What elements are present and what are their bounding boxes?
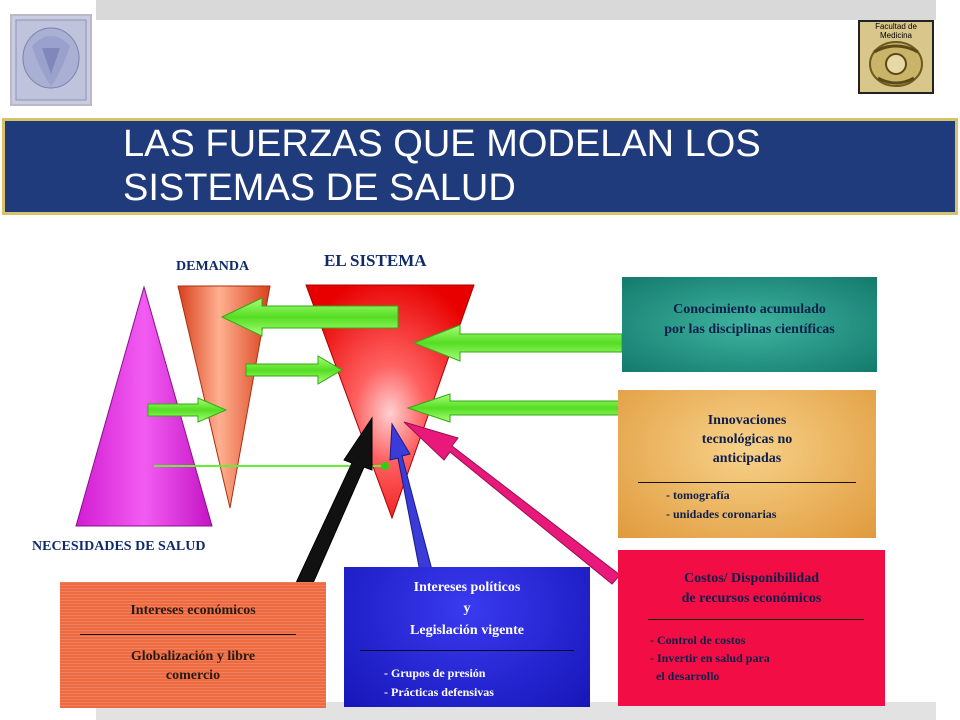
economicos-line-3: comercio xyxy=(165,668,221,683)
costos-divider xyxy=(648,619,864,620)
conocimiento-line-1: Conocimiento acumulado xyxy=(673,302,826,317)
arrow-demanda-to-sistema xyxy=(245,355,343,385)
innovaciones-divider xyxy=(638,482,856,483)
economicos-line-2: Globalización y libre xyxy=(130,649,256,664)
costos-item-2: - Invertir en salud para xyxy=(650,651,770,665)
label-demanda: DEMANDA xyxy=(176,259,250,274)
title-line-1: LAS FUERZAS QUE MODELAN LOS xyxy=(123,123,761,165)
top-decorative-bar xyxy=(96,0,936,20)
arrow-innovaciones xyxy=(406,393,623,423)
economicos-line-1: Intereses económicos xyxy=(130,603,256,618)
politicos-divider xyxy=(360,650,574,651)
costos-line-1: Costos/ Disponibilidad xyxy=(684,571,819,586)
arrow-sistema-to-demanda xyxy=(220,297,399,337)
label-necesidades: NECESIDADES DE SALUD xyxy=(32,539,206,554)
unam-logo xyxy=(10,14,92,106)
costos-line-2: de recursos económicos xyxy=(681,591,822,606)
economicos-divider xyxy=(80,634,296,635)
arrow-conocimiento xyxy=(412,324,623,362)
box-costos: Costos/ Disponibilidad de recursos econó… xyxy=(618,550,885,706)
arrow-economicos xyxy=(295,416,373,591)
arrow-necesidades-to-demanda xyxy=(147,397,228,423)
innovaciones-line-3: anticipadas xyxy=(712,451,782,466)
arrow-costos xyxy=(403,421,621,585)
politicos-line-1: Intereses políticos xyxy=(413,580,521,595)
costos-item-1: - Control de costos xyxy=(650,633,746,647)
title-banner xyxy=(2,118,958,215)
costos-item-3: el desarrollo xyxy=(650,669,720,683)
conocimiento-line-2: por las disciplinas científicas xyxy=(664,322,835,337)
slide-title: LAS FUERZAS QUE MODELAN LOS SISTEMAS DE … xyxy=(123,122,943,210)
innovaciones-item-1: - tomografía xyxy=(666,488,730,502)
arrow-politicos xyxy=(389,422,433,573)
innovaciones-item-2: - unidades coronarias xyxy=(666,507,777,521)
facultad-medicina-logo: Facultad de Medicina xyxy=(858,20,934,94)
box-politicos: Intereses políticos y Legislación vigent… xyxy=(344,567,590,707)
politicos-item-2: - Prácticas defensivas xyxy=(384,685,494,699)
connector-dot xyxy=(381,462,389,470)
logo-label: Facultad de Medicina xyxy=(875,22,917,40)
innovaciones-line-1: Innovaciones xyxy=(707,413,787,428)
demanda-triangle xyxy=(177,285,271,509)
innovaciones-line-2: tecnológicas no xyxy=(701,432,793,447)
box-conocimiento: Conocimiento acumulado por las disciplin… xyxy=(622,277,877,372)
politicos-line-3: Legislación vigente xyxy=(410,623,524,638)
politicos-item-1: - Grupos de presión xyxy=(384,666,486,680)
title-line-2: SISTEMAS DE SALUD xyxy=(123,167,516,209)
politicos-line-2: y xyxy=(463,601,471,616)
box-innovaciones: Innovaciones tecnológicas no anticipadas… xyxy=(618,390,876,538)
label-sistema: EL SISTEMA xyxy=(324,251,427,270)
box-economicos: Intereses económicos Globalización y lib… xyxy=(60,582,326,708)
